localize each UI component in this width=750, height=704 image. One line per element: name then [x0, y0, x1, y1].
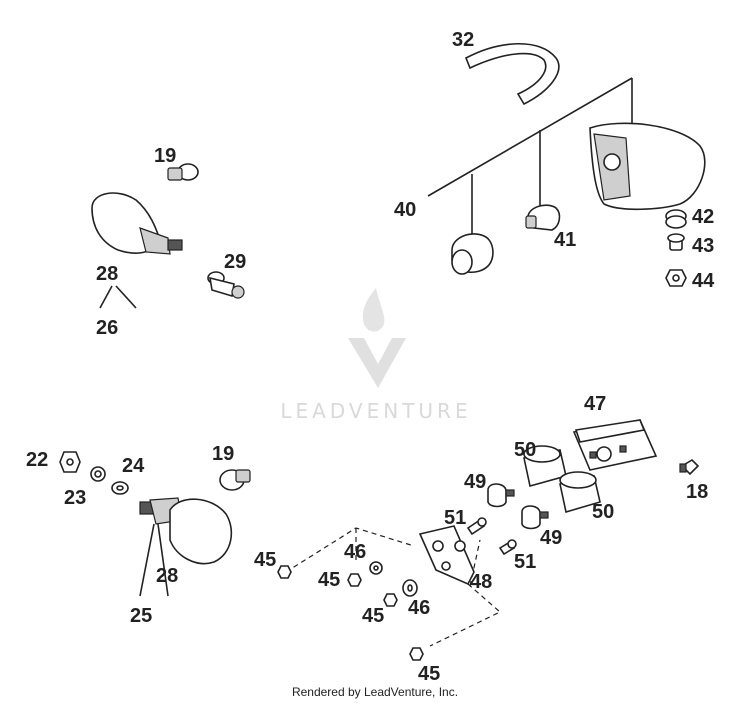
spacer-50-b: [559, 471, 601, 514]
callout-28-bottom: 28: [156, 565, 178, 587]
lock-washer-23: [90, 466, 106, 482]
leader-26b: [115, 285, 137, 309]
callout-46-b: 46: [408, 597, 430, 619]
nut-45-d: [409, 647, 424, 661]
nut-45-b: [347, 573, 362, 587]
callout-42: 42: [692, 206, 714, 228]
screw-51-a: [466, 517, 487, 536]
wiring-harness-40: [427, 77, 633, 236]
nut-44: [665, 269, 687, 287]
callout-25: 25: [130, 605, 152, 627]
leadventure-watermark: LEADVENTURE: [280, 288, 471, 423]
bulb-41: [525, 204, 561, 231]
callout-40: 40: [394, 199, 416, 221]
callout-45-b: 45: [318, 569, 340, 591]
mounting-dashes: [285, 527, 502, 647]
callout-45-d: 45: [418, 663, 440, 685]
callout-29: 29: [224, 251, 246, 273]
callout-50-a: 50: [514, 439, 536, 461]
leader-25a: [139, 523, 155, 597]
callout-43: 43: [692, 235, 714, 257]
callout-45-a: 45: [254, 549, 276, 571]
callout-23: 23: [64, 487, 86, 509]
callout-28-top: 28: [96, 263, 118, 285]
screw-51-b: [498, 539, 517, 556]
callout-24: 24: [122, 455, 145, 477]
bulb-holder-29: [207, 271, 245, 299]
bulb-18: [679, 458, 700, 476]
tail-light-housing: [589, 122, 706, 211]
callout-45-c: 45: [362, 605, 384, 627]
rubber-seal-32: [464, 43, 560, 106]
bracket-48: [418, 525, 475, 586]
rendered-by-footer: Rendered by LeadVenture, Inc.: [292, 685, 458, 699]
rubber-mount-49-a: [487, 483, 515, 508]
callout-47: 47: [584, 393, 606, 415]
callout-49-b: 49: [540, 527, 562, 549]
grommet-42: [665, 209, 687, 229]
nut-22: [59, 451, 81, 473]
washer-46-a: [369, 561, 383, 575]
callout-18: 18: [686, 481, 708, 503]
turn-signal-25: [139, 497, 233, 565]
washer-24: [111, 481, 129, 495]
rubber-mount-49-b: [521, 505, 549, 530]
turn-signal-26: [91, 192, 183, 255]
spacer-50-a: [523, 445, 567, 487]
callout-19-bottom: 19: [212, 443, 234, 465]
nut-45-a: [277, 565, 292, 579]
washer-46-b: [402, 579, 418, 597]
callout-50-b: 50: [592, 501, 614, 523]
nut-45-c: [383, 593, 398, 607]
bulb-19-bottom: [219, 469, 251, 491]
callout-51-b: 51: [514, 551, 536, 573]
leader-25b: [157, 523, 169, 597]
callout-41: 41: [554, 229, 576, 251]
callout-26: 26: [96, 317, 118, 339]
callout-46-a: 46: [344, 541, 366, 563]
callout-44: 44: [692, 270, 715, 292]
callout-32: 32: [452, 29, 474, 51]
bulb-19-top: [167, 163, 199, 181]
license-light-47: [572, 419, 658, 471]
washer-43: [667, 233, 685, 251]
callout-49-a: 49: [464, 471, 486, 493]
callout-22: 22: [26, 449, 48, 471]
callout-19-top: 19: [154, 145, 176, 167]
leader-26a: [99, 285, 113, 309]
callout-48: 48: [470, 571, 492, 593]
callout-51-a: 51: [444, 507, 466, 529]
license-plate-bulb-socket: [451, 233, 494, 275]
watermark-text: LEADVENTURE: [280, 399, 471, 423]
